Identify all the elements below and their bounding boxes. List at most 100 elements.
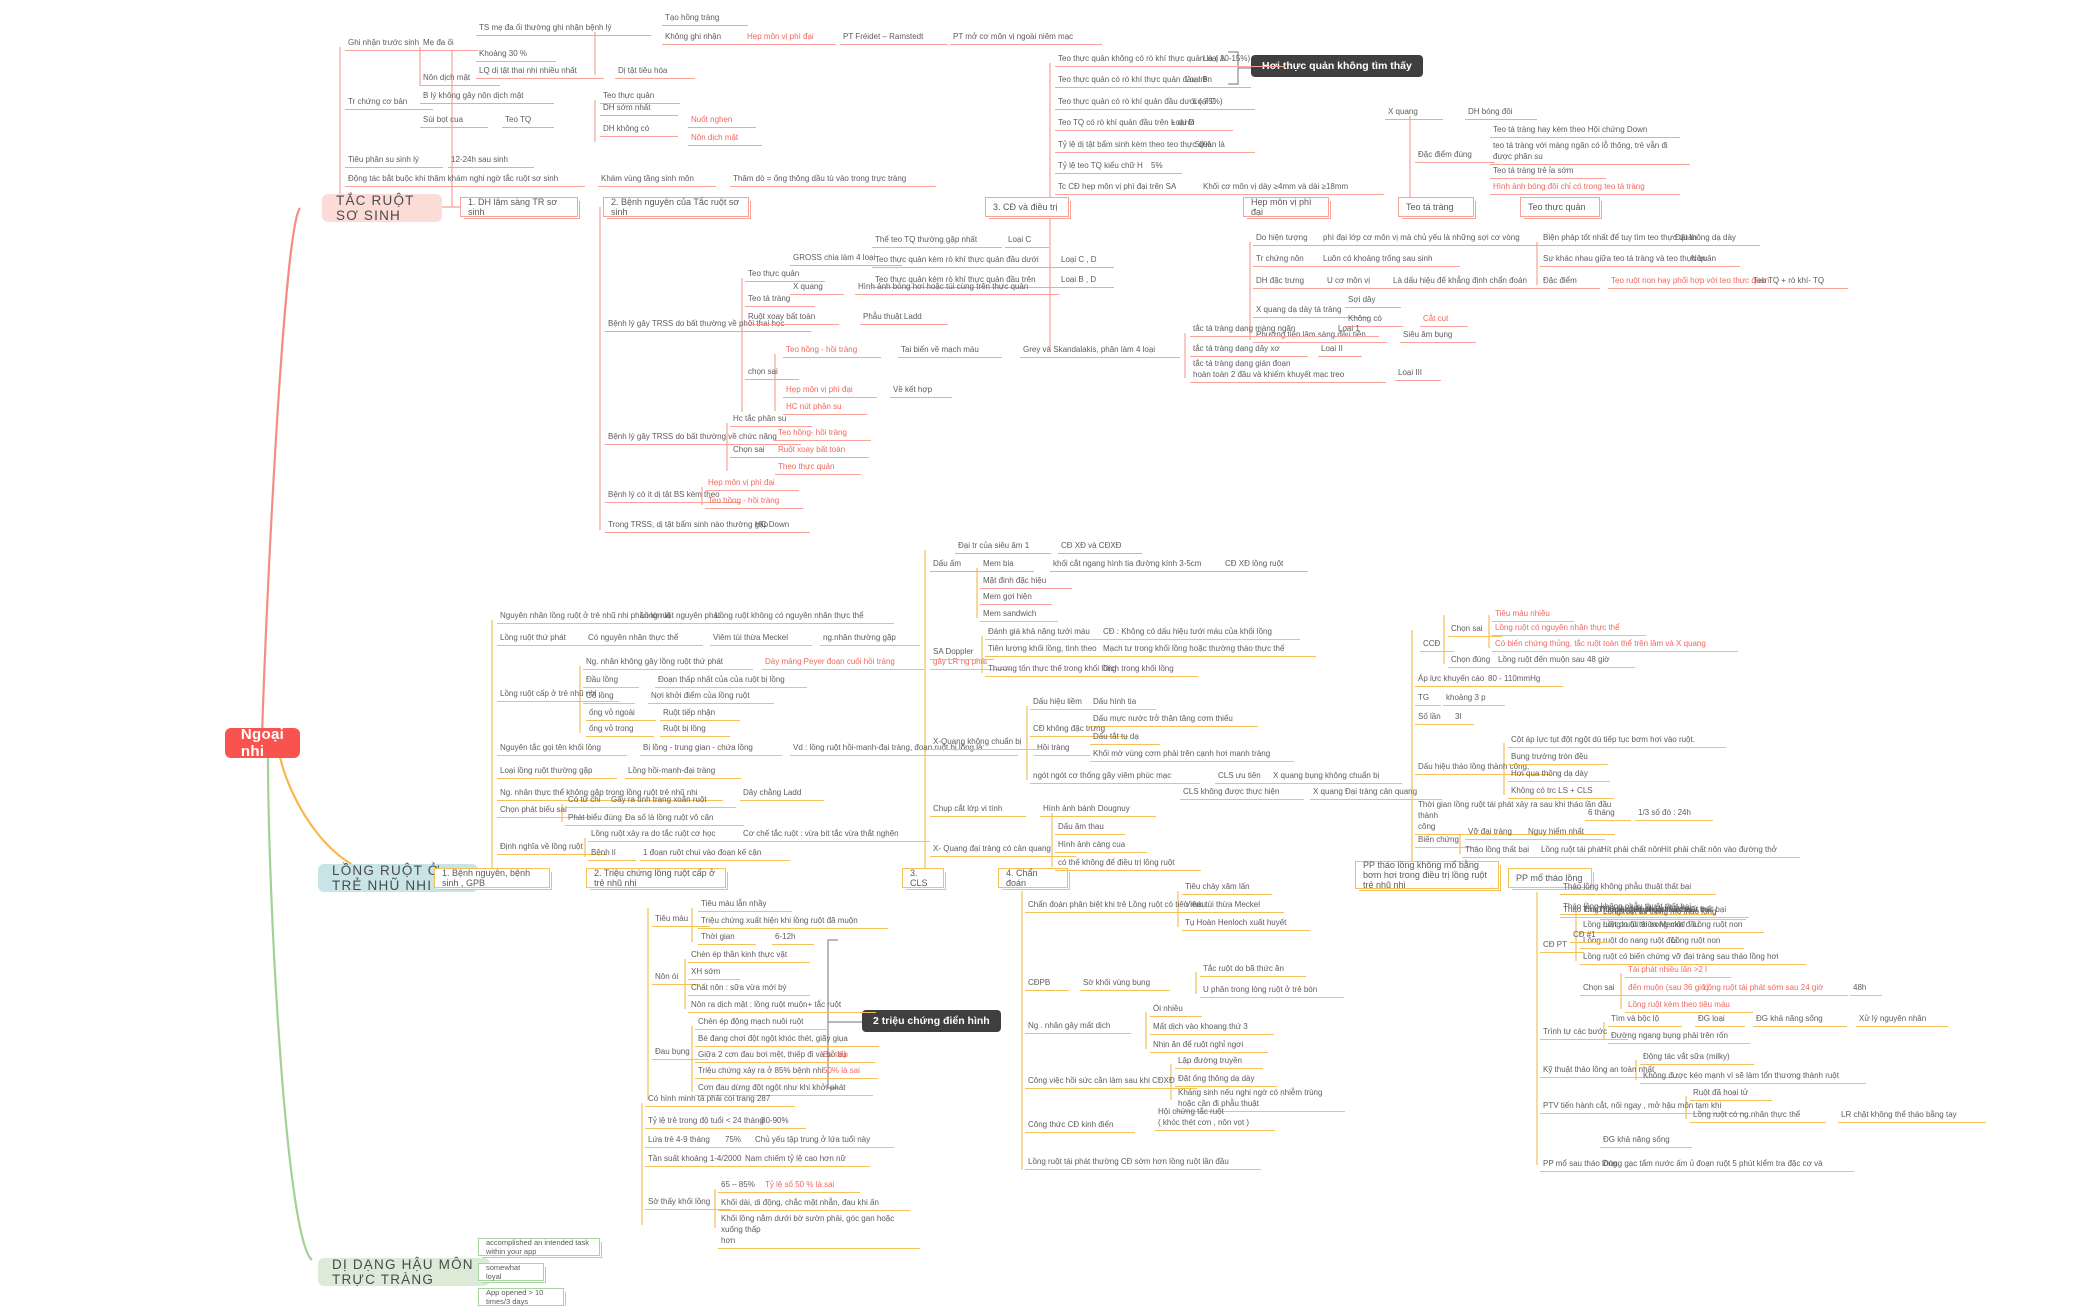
leaf-node[interactable]: Hẹp môn vị phì đại <box>705 476 799 491</box>
leaf-node[interactable]: CĐ XĐ lồng ruột <box>1222 557 1308 572</box>
callout-2-trieu-chung[interactable]: 2 triệu chứng điển hình <box>862 1010 1001 1032</box>
leaf-node[interactable]: PP mổ sau tháo lồng <box>1540 1157 1636 1172</box>
leaf-node[interactable]: Đánh giá khả năng tưới máu <box>985 625 1111 640</box>
leaf-node[interactable]: Teo thực quản không có rò khí thực quản … <box>1055 52 1285 67</box>
leaf-node[interactable]: Ng. nhân thực thể không gặp trong lồng r… <box>497 786 723 801</box>
leaf-node[interactable]: Lồng hồi-manh-đại tràng <box>625 764 741 779</box>
leaf-node[interactable]: Tiêu máu nhiều <box>1492 607 1574 622</box>
leaf-node[interactable]: Bị lồng - trung gian - chứa lồng <box>640 741 782 756</box>
leaf-node[interactable]: Nhịn ăn để ruột nghỉ ngơi <box>1150 1038 1268 1053</box>
leaf-node[interactable]: Bé đang chơi đột ngột khóc thét, giãy gi… <box>695 1032 879 1047</box>
leaf-node[interactable]: X- Quang đại tràng có cản quang <box>930 842 1076 857</box>
leaf-node[interactable]: ng.nhân thường gặp <box>820 631 920 646</box>
leaf-node[interactable]: Tạo hồng tràng <box>662 11 748 26</box>
leaf-node[interactable]: Chọn sai <box>730 443 784 458</box>
leaf-node[interactable]: Tai biến về mạch máu <box>898 343 1002 358</box>
leaf-node[interactable]: Cổ lồng <box>583 689 635 704</box>
leaf-node[interactable]: U cơ môn vị <box>1324 274 1394 289</box>
leaf-node[interactable]: Chọn sai <box>1580 981 1634 996</box>
leaf-node[interactable]: Hơi qua thông dạ dày <box>1508 767 1610 782</box>
leaf-node[interactable]: ĐG loại <box>1695 1012 1745 1027</box>
leaf-node[interactable]: ống vỏ ngoài <box>586 706 656 721</box>
leaf-node[interactable]: Áp lực khuyến cáo <box>1415 672 1507 687</box>
leaf-node[interactable]: Tắc ruột do bã thức ăn <box>1200 962 1306 977</box>
leaf-node[interactable]: Lồng ruột thứ phát <box>497 631 591 646</box>
leaf-node[interactable]: Đa số là lồng ruột vô căn <box>622 811 744 826</box>
leaf-node[interactable]: X quang bụng không chuẩn bị <box>1270 769 1402 784</box>
leaf-node[interactable]: Tìm và bộc lộ <box>1608 1012 1682 1027</box>
leaf-node[interactable]: Tc CĐ hẹp môn vị phì đại trên SA <box>1055 180 1203 195</box>
leaf-node[interactable]: Về kết hợp <box>890 383 952 398</box>
leaf-node[interactable]: Teo ruột non hay phối hợp với teo thực q… <box>1608 274 1802 289</box>
leaf-node[interactable]: khối cắt ngang hình tia đường kính 3-5cm <box>1050 557 1230 572</box>
leaf-node[interactable]: Dị tật tiêu hóa <box>615 64 695 79</box>
leaf-node[interactable]: Ruột bị lồng <box>660 722 730 737</box>
leaf-node[interactable]: Khoảng 30 % <box>476 47 556 62</box>
leaf-node[interactable]: Hội chứng tắc ruột ( khóc thét cơn , nôn… <box>1155 1105 1275 1131</box>
leaf-node[interactable]: Biến chứng <box>1415 833 1477 848</box>
leaf-node[interactable]: Nam chiếm tỷ lệ cao hơn nữ <box>742 1152 870 1167</box>
leaf-node[interactable]: Chụp cắt lớp vi tính <box>930 802 1026 817</box>
leaf-node[interactable]: Loại A <box>1200 52 1248 67</box>
leaf-node[interactable]: Teo hồng - hồi tràng <box>705 494 803 509</box>
leaf-node[interactable]: X-Quang không chuẩn bị <box>930 735 1044 750</box>
leaf-node[interactable]: Loại III <box>1395 366 1441 381</box>
leaf-node[interactable]: Dùng gạc tẩm nước ấm ủ đoạn ruột 5 phút … <box>1600 1157 1854 1172</box>
leaf-node[interactable]: phì đại lớp cơ môn vị mà chủ yếu là nhữn… <box>1320 231 1552 246</box>
leaf-node[interactable]: Tiêu phân su sinh lý <box>345 153 443 168</box>
leaf-node[interactable]: ngót ngót cơ thống gãy viêm phúc mạc <box>1030 769 1200 784</box>
leaf-node[interactable]: Phẫu thuật Ladd <box>860 310 948 325</box>
leaf-node[interactable]: Mem sandwich <box>980 607 1058 622</box>
leaf-node[interactable]: LR chặt không thể tháo bằng tay <box>1838 1108 1986 1123</box>
leaf-node[interactable]: Dấu âm thau <box>1055 820 1125 835</box>
leaf-node[interactable]: chọn sai <box>745 365 799 380</box>
leaf-node[interactable]: Mất dịch vào khoang thứ 3 <box>1150 1020 1274 1035</box>
leaf-node[interactable]: 6-12h <box>772 930 814 945</box>
leaf-node[interactable]: Mạch tư trong khối lồng hoặc thường tháo… <box>1100 642 1316 657</box>
subtopic-b3s1[interactable]: accomplished an intended task within you… <box>478 1238 600 1256</box>
leaf-node[interactable]: X quang Đại tràng cản quang <box>1310 785 1442 800</box>
leaf-node[interactable]: Teo hồng - hồi tràng <box>783 343 881 358</box>
leaf-node[interactable]: Ruột đã hoại tử <box>1690 1086 1772 1101</box>
leaf-node[interactable]: Tr chứng nôn <box>1253 252 1331 267</box>
leaf-node[interactable]: Đoạn thấp nhất của của ruột bị lồng <box>655 673 807 688</box>
subtopic-b2s1[interactable]: 1. Bệnh nguyên, bệnh sinh , GPB <box>434 868 550 888</box>
callout-hoi-thuc-quan[interactable]: Hơi thực quản không tìm thấy <box>1251 55 1423 77</box>
leaf-node[interactable]: Không có <box>1345 312 1403 327</box>
leaf-node[interactable]: Sờ khối vùng bụng <box>1080 976 1170 991</box>
leaf-node[interactable]: Thời gian lồng ruột tái phát xảy ra sau … <box>1415 798 1615 835</box>
leaf-node[interactable]: GROSS chia làm 4 loại <box>790 251 902 266</box>
leaf-node[interactable]: Mặt đinh đặc hiệu <box>980 574 1072 589</box>
leaf-node[interactable]: Teo hồng- hồi tràng <box>775 426 871 441</box>
leaf-node[interactable]: Teo tá tràng hay kèm theo Hội chứng Down <box>1490 123 1680 138</box>
leaf-node[interactable]: Triệu chứng xảy ra ở 85% bệnh nhi <box>695 1064 851 1079</box>
leaf-node[interactable]: Dày mảng Peyer đoạn cuối hồi tràng <box>762 655 924 670</box>
leaf-node[interactable]: Dịch trong khối lồng <box>1100 662 1198 677</box>
leaf-node[interactable]: PT mở cơ môn vị ngoài niêm mạc <box>950 30 1102 45</box>
leaf-node[interactable]: 65 – 85% <box>718 1178 772 1193</box>
leaf-node[interactable]: Đặt thông dạ dày <box>1672 231 1760 246</box>
leaf-node[interactable]: Có hình minh tả phải coi trang 287 <box>645 1092 795 1107</box>
leaf-node[interactable]: 80-90% <box>758 1114 806 1129</box>
leaf-node[interactable]: Tiêu máu <box>652 912 710 927</box>
leaf-node[interactable]: Ng. nhân không gây lồng ruột thứ phát <box>583 655 753 670</box>
subtopic-b1s1[interactable]: 1. DH lâm sàng TR sơ sinh <box>460 197 578 217</box>
leaf-node[interactable]: Ruột xoay bất toàn <box>775 443 869 458</box>
leaf-node[interactable]: Hẹp môn vị phì đại <box>744 30 836 45</box>
leaf-node[interactable]: Cơ chế tắc ruột : vừa bít tắc vừa thắt n… <box>740 827 930 842</box>
leaf-node[interactable]: DH bóng đôi <box>1465 105 1537 120</box>
leaf-node[interactable]: CLS không được thực hiện <box>1180 785 1304 800</box>
leaf-node[interactable]: Khám vùng tầng sinh môn <box>598 172 716 187</box>
leaf-node[interactable]: có thế không để điều trị lồng ruột <box>1055 856 1201 871</box>
leaf-node[interactable]: Teo thực quản kèm rò khí thực quản đầu d… <box>872 253 1068 268</box>
leaf-node[interactable]: Vỡ đại tràng <box>1465 825 1533 840</box>
leaf-node[interactable]: DH không có <box>600 122 678 137</box>
leaf-node[interactable]: Ng . nhân gây mất dịch <box>1025 1019 1131 1034</box>
leaf-node[interactable]: Đường ngang bụng phải trên rốn <box>1608 1029 1750 1044</box>
leaf-node[interactable]: X quang dạ dày tá tràng <box>1253 303 1369 318</box>
leaf-node[interactable]: Lồng ruột có nguyên nhân thực thể <box>1492 621 1646 636</box>
leaf-node[interactable]: đến muộn (sau 36 giờ) <box>1625 981 1731 996</box>
leaf-node[interactable]: Tháo lồng thất bại <box>1462 843 1552 858</box>
leaf-node[interactable]: Lồng ruột có ng.nhân thực thể <box>1690 1108 1826 1123</box>
leaf-node[interactable]: Lồng ruột cấp ở trẻ nhũ nhi <box>497 687 619 702</box>
